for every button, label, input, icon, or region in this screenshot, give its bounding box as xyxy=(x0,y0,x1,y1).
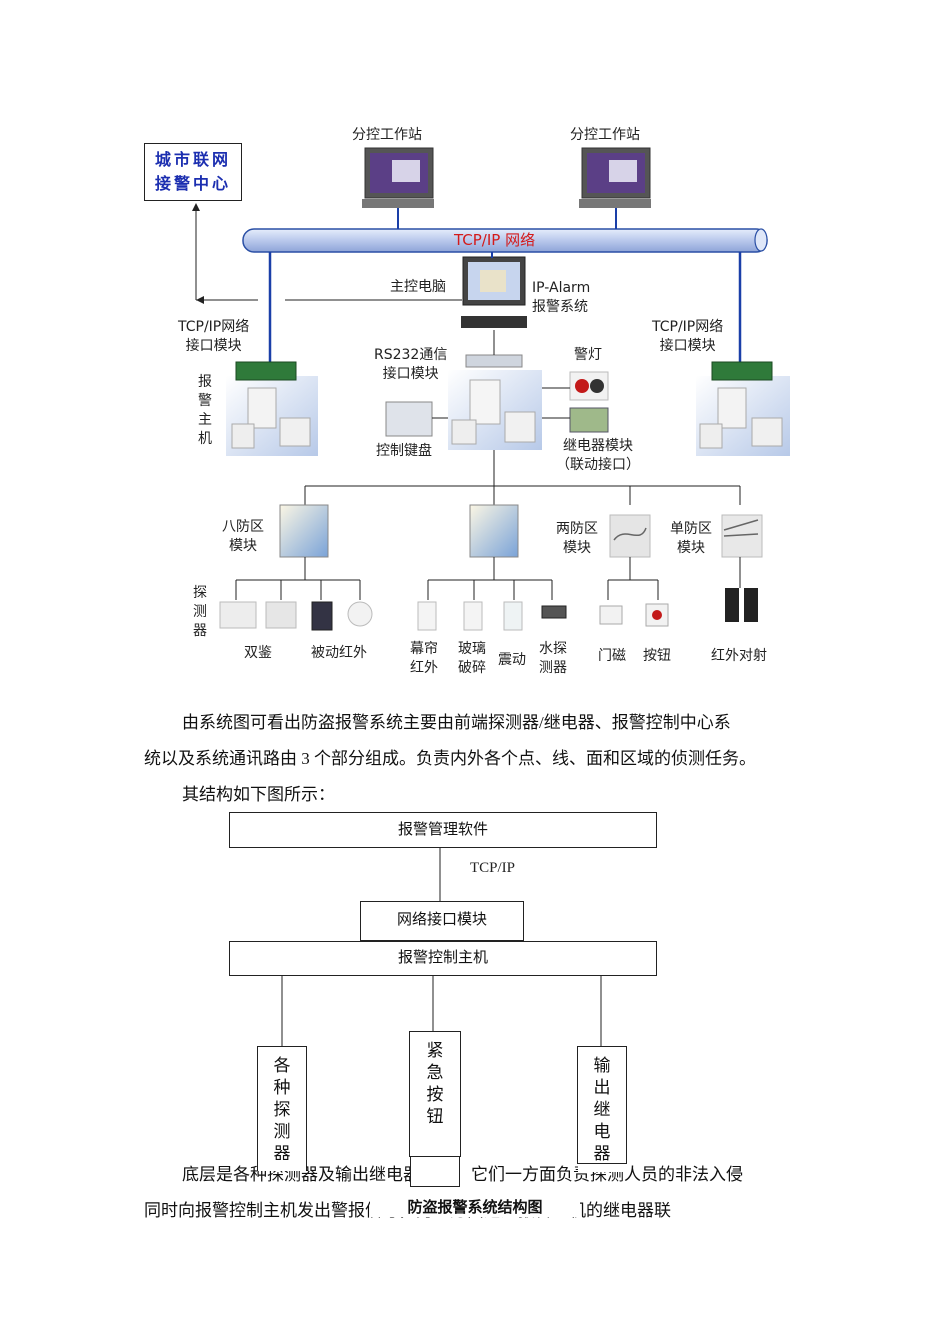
paragraph1-line3: 其结构如下图所示： xyxy=(182,785,335,804)
ir-beam-icon xyxy=(725,588,758,622)
main-pc-icon xyxy=(461,256,527,368)
ir-beam-label: 红外对射 xyxy=(711,648,767,664)
relay-box-label: 输出继电器 xyxy=(593,1056,611,1163)
door-magnet-label: 门磁 xyxy=(598,648,626,664)
tcp-ip-label: TCP/IP xyxy=(470,860,516,876)
detectors-box-label: 各种探测器 xyxy=(273,1056,291,1163)
workstation-left-label: 分控工作站 xyxy=(352,127,422,143)
detectors-box-overlay xyxy=(258,1160,306,1171)
zone8-module-center-icon xyxy=(469,504,519,558)
detectors-box: 各种探测器 xyxy=(257,1046,307,1171)
main-pc-label: 主控电脑 xyxy=(390,279,446,295)
vibration-detector-icon xyxy=(503,601,523,631)
passive-ir-label: 被动红外 xyxy=(311,645,367,661)
emergency-box-overlay xyxy=(410,1157,460,1187)
alarm-host-left-icon xyxy=(226,361,318,456)
alarm-host-box: 报警控制主机 xyxy=(229,941,657,976)
relay-module-label: 继电器模块 （联动接口） xyxy=(556,438,640,473)
structure-diagram-caption: 防盗报警系统结构图 xyxy=(370,1196,580,1217)
zone8-label: 八防区 模块 xyxy=(222,519,264,554)
workstation-right-label: 分控工作站 xyxy=(570,127,640,143)
ip-alarm-label: IP-Alarm 报警系统 xyxy=(532,280,591,315)
warning-light-label: 警灯 xyxy=(574,347,602,363)
keypad-label: 控制键盘 xyxy=(376,443,432,459)
alarm-host-label: 报警主机 xyxy=(198,374,212,447)
zone2-module-icon xyxy=(609,514,651,558)
relay-box-overlay xyxy=(578,1164,626,1172)
output-relay-box: 输出继电器 xyxy=(577,1046,627,1164)
emergency-button-box: 紧急按钮 xyxy=(409,1031,461,1157)
alarm-host-right-icon xyxy=(696,361,790,456)
vibration-label: 震动 xyxy=(498,652,526,668)
door-magnet-icon xyxy=(599,605,623,625)
keypad-icon xyxy=(385,401,433,437)
alarm-host-center-icon xyxy=(448,370,542,450)
water-detector-label: 水探 测器 xyxy=(539,641,567,676)
glass-break-label: 玻璃 破碎 xyxy=(458,641,486,676)
dual-tech-detector2-icon xyxy=(265,601,297,629)
button-label: 按钮 xyxy=(643,648,671,664)
dual-tech-detector-icon xyxy=(219,601,257,629)
paragraph1-line1: 由系统图可看出防盗报警系统主要由前端探测器/继电器、报警控制中心系 xyxy=(182,713,731,732)
water-detector-icon xyxy=(541,605,567,619)
network-module-box: 网络接口模块 xyxy=(360,901,524,941)
panic-button-icon xyxy=(645,603,669,627)
rs232-label: RS232通信 接口模块 xyxy=(374,347,448,382)
curtain-ir-icon xyxy=(417,601,437,631)
paragraph1-line2: 统以及系统通讯路由 3 个部分组成。负责内外各个点、线、面和区域的侦测任务。 xyxy=(144,749,756,768)
zone1-label: 单防区 模块 xyxy=(670,521,712,556)
glass-break-icon xyxy=(463,601,483,631)
relay-module-icon xyxy=(569,407,609,433)
alarm-software-box: 报警管理软件 xyxy=(229,812,657,848)
zone2-label: 两防区 模块 xyxy=(556,521,598,556)
dual-tech-label: 双鉴 xyxy=(244,645,272,661)
city-alarm-center-box: 城市联网 接警中心 xyxy=(144,143,242,201)
detector-label: 探测器 xyxy=(193,585,207,639)
workstation-left-icon xyxy=(362,147,434,208)
passive-ir-detector2-icon xyxy=(347,601,373,627)
network-bus-label: TCP/IP 网络 xyxy=(454,231,536,249)
warning-light-icon xyxy=(569,371,609,401)
emergency-box-label: 紧急按钮 xyxy=(426,1041,444,1126)
workstation-right-icon xyxy=(579,147,651,208)
tcp-module-right-label: TCP/IP网络 接口模块 xyxy=(652,319,724,354)
passive-ir-detector-icon xyxy=(311,601,333,631)
curtain-ir-label: 幕帘 红外 xyxy=(410,641,438,676)
tcp-module-left-label: TCP/IP网络 接口模块 xyxy=(178,319,250,354)
zone8-module-left-icon xyxy=(279,504,329,558)
